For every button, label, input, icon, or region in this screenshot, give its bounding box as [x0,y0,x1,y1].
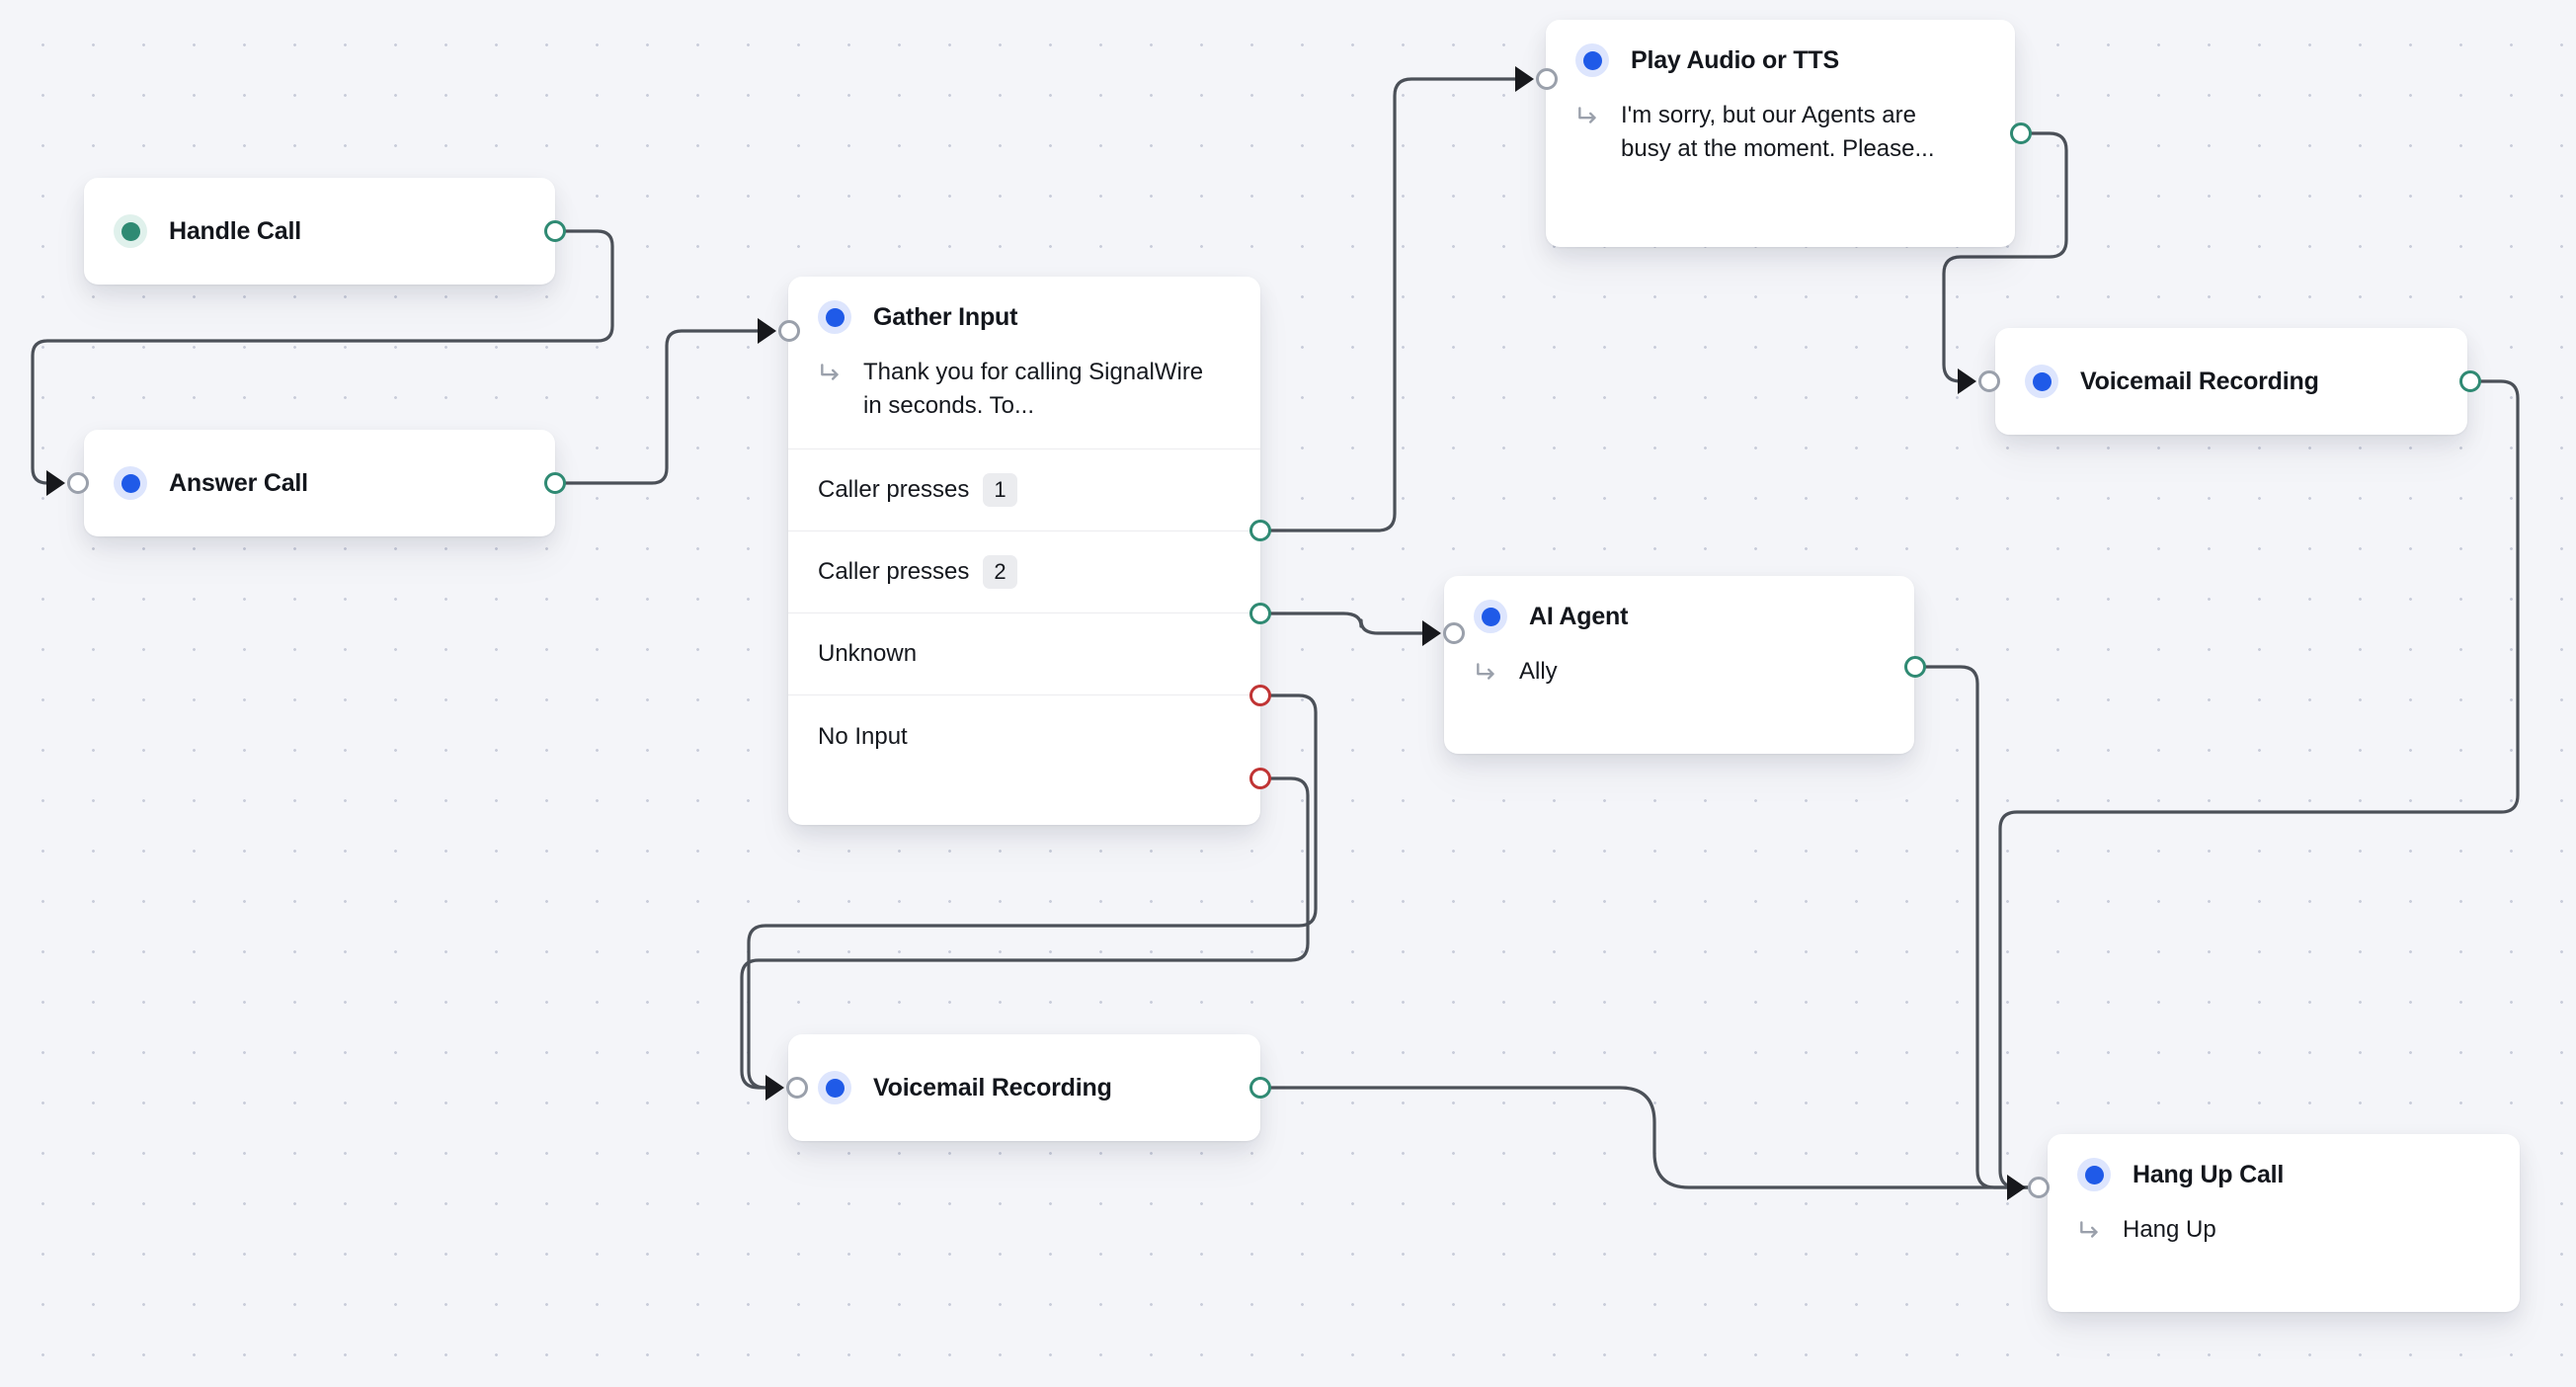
branch-list: Caller presses 1 Caller presses 2 Unknow… [788,449,1260,777]
port-in-ai-agent[interactable] [1443,622,1465,644]
port-out-gather-input-caller-2[interactable] [1249,603,1271,624]
arrow-in-play-audio-tts [1515,66,1534,92]
node-subtitle: Thank you for calling SignalWire in seco… [863,359,1204,420]
arrow-in-answer-call [46,470,65,496]
node-handle-call[interactable]: Handle Call [84,178,555,285]
arrow-in-ai-agent [1422,620,1441,646]
branch-label: Caller presses [818,558,970,586]
arrow-turn-down-right-icon [818,360,844,385]
branch-label: No Input [818,722,908,750]
port-in-voicemail-recording-bottom[interactable] [786,1077,808,1099]
branch-row-caller-presses-2[interactable]: Caller presses 2 [788,531,1260,614]
node-header: Handle Call [84,178,555,285]
node-subtitle: I'm sorry, but our Agents are busy at th… [1621,102,1935,163]
port-out-gather-input-unknown[interactable] [1249,685,1271,706]
port-out-voicemail-recording-bottom[interactable] [1249,1077,1271,1099]
node-title: AI Agent [1529,602,1629,630]
trigger-dot-icon [114,214,147,248]
node-title: Play Audio or TTS [1631,45,1839,74]
action-dot-icon [2077,1158,2111,1191]
node-voicemail-recording-bottom[interactable]: Voicemail Recording [788,1034,1260,1141]
node-ai-agent[interactable]: AI Agent Ally [1444,576,1914,754]
port-in-answer-call[interactable] [67,472,89,494]
edge-caller-1-to-play-audio [1269,77,1520,532]
branch-badge: 1 [983,473,1017,507]
node-play-audio-tts[interactable]: Play Audio or TTS I'm sorry, but our Age… [1546,20,2015,247]
arrow-turn-down-right-icon [2077,1217,2103,1243]
node-header: Voicemail Recording [788,1034,1260,1141]
node-header: Voicemail Recording [1995,328,2467,435]
node-gather-input[interactable]: Gather Input Thank you for calling Signa… [788,277,1260,825]
action-dot-icon [818,1071,851,1104]
branch-label: Unknown [818,640,918,668]
port-in-gather-input[interactable] [778,320,800,342]
port-in-voicemail-recording-top[interactable] [1978,370,2000,392]
node-subtitle-row: Thank you for calling SignalWire in seco… [788,352,1260,449]
arrow-in-hang-up-call [2007,1175,2026,1200]
branch-row-caller-presses-1[interactable]: Caller presses 1 [788,449,1260,532]
node-title: Answer Call [169,468,308,497]
edge-answer-call-to-gather-input [564,329,763,485]
edge-voicemail-bottom-to-hang-up [1269,1086,2030,1189]
node-answer-call[interactable]: Answer Call [84,430,555,536]
arrow-in-voicemail-recording-bottom [765,1075,784,1101]
action-dot-icon [1575,43,1609,77]
node-title: Hang Up Call [2133,1160,2285,1188]
port-out-ai-agent[interactable] [1904,656,1926,678]
node-voicemail-recording-top[interactable]: Voicemail Recording [1995,328,2467,435]
port-out-gather-input-caller-1[interactable] [1249,520,1271,541]
node-subtitle: Ally [1519,658,1558,685]
action-dot-icon [2025,365,2058,398]
port-out-gather-input-no-input[interactable] [1249,768,1271,789]
node-header: Hang Up Call [2048,1134,2520,1209]
arrow-turn-down-right-icon [1575,103,1601,128]
port-in-hang-up-call[interactable] [2028,1177,2050,1198]
node-hang-up-call[interactable]: Hang Up Call Hang Up [2048,1134,2520,1312]
port-in-play-audio-tts[interactable] [1536,68,1558,90]
port-out-play-audio-tts[interactable] [2010,122,2032,144]
node-title: Gather Input [873,302,1018,331]
action-dot-icon [114,466,147,500]
port-out-answer-call[interactable] [544,472,566,494]
branch-row-no-input[interactable]: No Input [788,695,1260,777]
node-header: Play Audio or TTS [1546,20,2015,95]
action-dot-icon [818,300,851,334]
node-title: Handle Call [169,216,301,245]
port-out-handle-call[interactable] [544,220,566,242]
arrow-in-gather-input [758,318,776,344]
arrow-in-voicemail-recording-top [1958,368,1976,394]
branch-row-unknown[interactable]: Unknown [788,613,1260,696]
node-subtitle-row: Hang Up [2048,1209,2520,1272]
node-title: Voicemail Recording [2080,367,2319,395]
branch-label: Caller presses [818,476,970,504]
node-header: Gather Input [788,277,1260,352]
node-header: Answer Call [84,430,555,536]
node-subtitle: Hang Up [2123,1216,2216,1243]
edge-caller-2-to-ai-agent [1269,612,1427,635]
node-subtitle-row: I'm sorry, but our Agents are busy at th… [1546,95,2015,192]
edge-ai-agent-to-hang-up [1924,665,2030,1189]
node-header: AI Agent [1444,576,1914,651]
port-out-voicemail-recording-top[interactable] [2459,370,2481,392]
arrow-turn-down-right-icon [1474,659,1499,685]
node-title: Voicemail Recording [873,1073,1112,1101]
node-subtitle-row: Ally [1444,651,1914,714]
branch-badge: 2 [983,555,1017,589]
action-dot-icon [1474,600,1507,633]
edge-voicemail-top-to-hang-up [1998,379,2520,1189]
